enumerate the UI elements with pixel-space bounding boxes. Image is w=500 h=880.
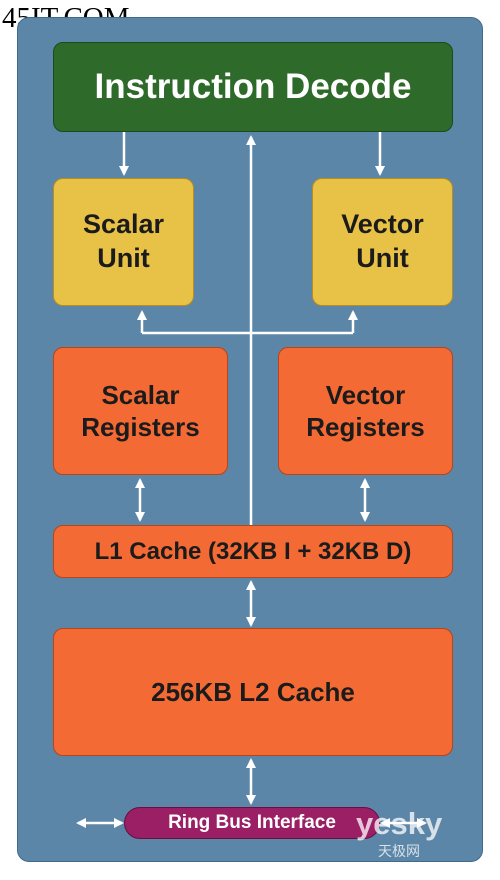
l2-cache-block: 256KB L2 Cache: [53, 628, 453, 756]
l2-cache-label: 256KB L2 Cache: [151, 676, 355, 707]
yesky-watermark-brand: yesky: [356, 806, 443, 841]
vector-unit-block: Vector Unit: [312, 178, 453, 306]
l1-cache-label: L1 Cache (32KB I + 32KB D): [94, 537, 412, 565]
yesky-watermark-chinese: 天极网: [378, 843, 420, 859]
instruction-decode-block: Instruction Decode: [53, 42, 453, 132]
l1-cache-block: L1 Cache (32KB I + 32KB D): [53, 525, 453, 578]
ring-bus-label: Ring Bus Interface: [168, 812, 336, 834]
scalar-registers-block: Scalar Registers: [53, 347, 228, 475]
vector-unit-label-line1: Vector: [341, 209, 424, 240]
scalar-registers-label-line2: Registers: [81, 412, 200, 442]
ring-bus-interface-block: Ring Bus Interface: [124, 807, 380, 839]
vector-registers-label-line2: Registers: [306, 412, 425, 442]
scalar-unit-label-line2: Unit: [97, 243, 150, 273]
vector-unit-label-line2: Unit: [356, 243, 409, 273]
vector-registers-label-line1: Vector: [325, 379, 406, 410]
scalar-unit-block: Scalar Unit: [53, 178, 194, 306]
instruction-decode-label: Instruction Decode: [94, 67, 412, 107]
scalar-registers-label-line1: Scalar: [101, 379, 180, 410]
scalar-unit-label-line1: Scalar: [82, 209, 165, 240]
vector-registers-block: Vector Registers: [278, 347, 453, 475]
